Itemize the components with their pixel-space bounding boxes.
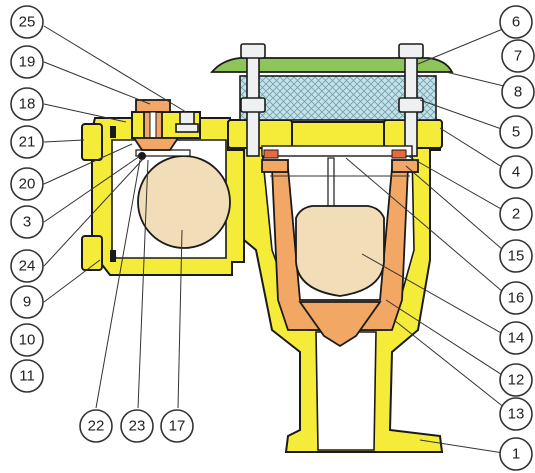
callout-6: 6	[499, 5, 533, 39]
callout-19-label: 19	[19, 54, 36, 71]
callout-24: 24	[10, 249, 44, 283]
callout-21-label: 21	[19, 134, 36, 151]
callout-24-label: 24	[19, 258, 36, 275]
callout-20-label: 20	[19, 176, 36, 193]
callout-15: 15	[499, 239, 533, 273]
callout-13: 13	[499, 397, 533, 431]
callout-12-label: 12	[508, 372, 525, 389]
callout-22-label: 22	[88, 418, 105, 435]
callout-22: 22	[79, 409, 113, 443]
callout-2-label: 2	[512, 206, 520, 223]
float-guide-rod	[327, 157, 335, 209]
callout-3-label: 3	[23, 214, 31, 231]
vent-valve	[132, 99, 180, 151]
callout-20: 20	[10, 167, 44, 201]
float-disc	[298, 301, 382, 348]
callout-16: 16	[499, 281, 533, 315]
callout-21: 21	[10, 125, 44, 159]
lever-arm	[135, 149, 191, 157]
callout-5-label: 5	[512, 124, 520, 141]
seat-plate	[261, 145, 413, 157]
callout-4-label: 4	[512, 164, 520, 181]
callout-10-label: 10	[19, 332, 36, 349]
seat-gasket-left	[263, 149, 279, 159]
top-cover	[210, 57, 454, 73]
callout-9-label: 9	[23, 294, 31, 311]
callout-23: 23	[120, 409, 154, 443]
callout-8: 8	[501, 75, 535, 109]
seat-gasket-right	[391, 149, 407, 159]
callout-11: 11	[10, 359, 44, 393]
side-gasket-top	[110, 126, 116, 138]
callout-9: 9	[10, 285, 44, 319]
callout-23-label: 23	[129, 418, 146, 435]
callout-3: 3	[10, 205, 44, 239]
callout-16-label: 16	[508, 290, 525, 307]
callout-13-label: 13	[508, 406, 525, 423]
stud-bolts	[240, 43, 424, 157]
callout-5: 5	[499, 115, 533, 149]
ball-float	[137, 155, 231, 249]
callout-7: 7	[501, 39, 535, 73]
callout-25: 25	[10, 5, 44, 39]
callout-18: 18	[10, 87, 44, 121]
callout-7-label: 7	[514, 48, 522, 65]
callout-14-label: 14	[508, 330, 525, 347]
callout-6-label: 6	[512, 14, 520, 31]
leader-lines	[43, 25, 513, 455]
main-float	[295, 205, 385, 297]
callout-1: 1	[499, 437, 533, 471]
callout-14: 14	[499, 321, 533, 355]
callout-25-label: 25	[19, 14, 36, 31]
callout-15-label: 15	[508, 248, 525, 265]
callout-2: 2	[499, 197, 533, 231]
callout-17: 17	[160, 409, 194, 443]
side-gasket-bottom	[110, 250, 116, 262]
callout-18-label: 18	[19, 96, 36, 113]
callout-8-label: 8	[514, 84, 522, 101]
vent-plug	[175, 111, 199, 133]
callout-12: 12	[499, 363, 533, 397]
callout-19: 19	[10, 45, 44, 79]
callout-11-label: 11	[19, 368, 35, 385]
callout-1-label: 1	[512, 446, 520, 463]
callout-4: 4	[499, 155, 533, 189]
callout-10: 10	[10, 323, 44, 357]
callout-17-label: 17	[169, 418, 186, 435]
